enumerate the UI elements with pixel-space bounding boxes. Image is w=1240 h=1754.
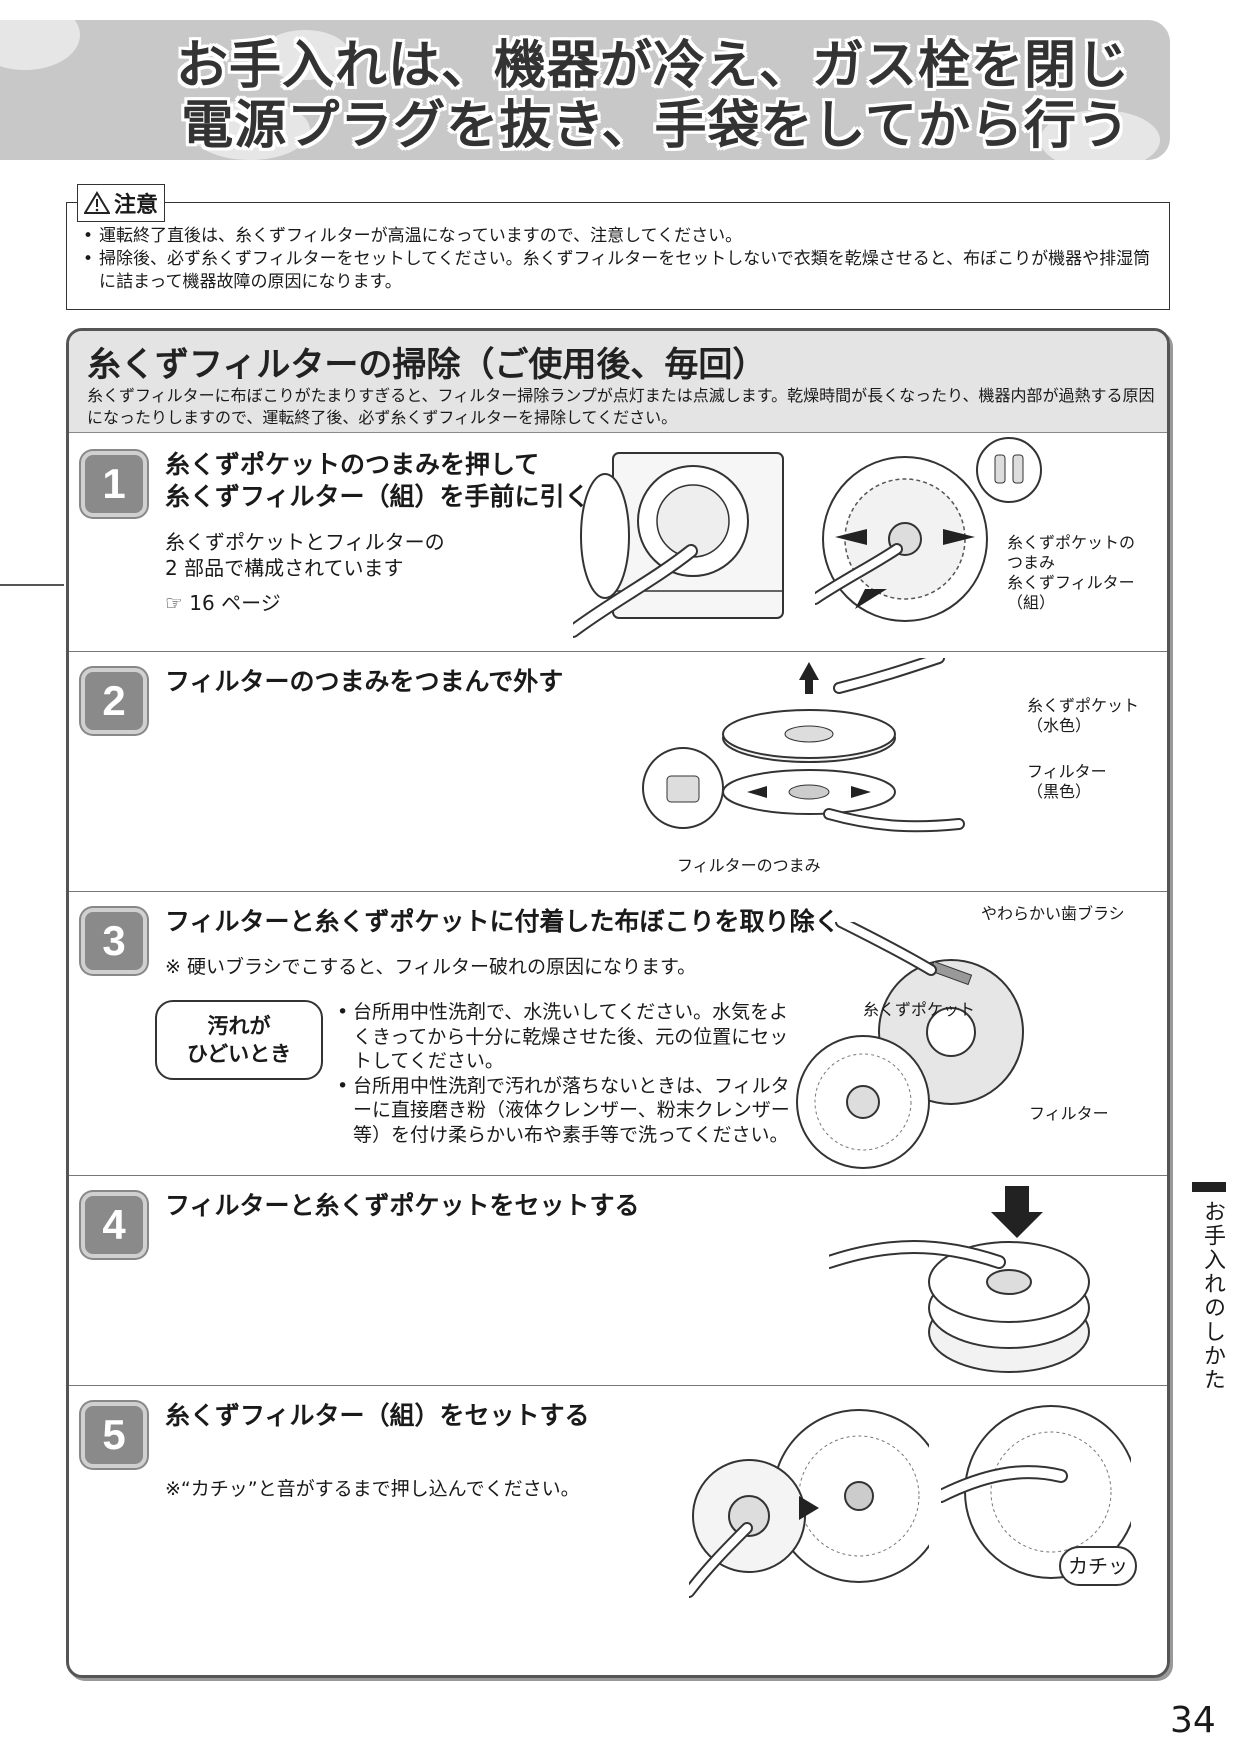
callout-filter: フィルター (1029, 1104, 1109, 1123)
step-2: 2 フィルターのつまみをつまんで外す 糸くずポケット （水色） フィルター （黒… (69, 651, 1167, 891)
callout-filter-knob: フィルターのつまみ (677, 856, 821, 875)
side-tab-label: お手入れのしかた (1200, 1200, 1225, 1392)
step-title: 糸くずフィルター（組）をセットする (165, 1401, 590, 1430)
step-note: ※ 硬いブラシでこすると、フィルター破れの原因になります。 (165, 956, 697, 978)
step-number: 4 (81, 1192, 147, 1258)
step-3: 3 フィルターと糸くずポケットに付着した布ぼこりを取り除く ※ 硬いブラシでこす… (69, 891, 1167, 1175)
instruction-item: 台所用中性洗剤で、水洗いしてください。水気をよくきってから十分に乾燥させた後、元… (335, 1000, 805, 1074)
caution-list: 運転終了直後は、糸くずフィルターが高温になっていますので、注意してください。 掃… (67, 203, 1169, 294)
cloud-decoration (190, 100, 310, 160)
instruction-item: 台所用中性洗剤で汚れが落ちないときは、フィルターに直接磨き粉（液体クレンザー、粉… (335, 1074, 805, 1148)
caution-item: 運転終了直後は、糸くずフィルターが高温になっていますので、注意してください。 (81, 225, 1155, 248)
page-reference: ☞ 16 ページ (165, 591, 281, 615)
step-number: 1 (81, 451, 147, 517)
step-number: 5 (81, 1402, 147, 1468)
step-title: フィルターと糸くずポケットに付着した布ぼこりを取り除く (165, 907, 840, 936)
step-5: 5 糸くずフィルター（組）をセットする ※“カチッ”と音がするまで押し込んでくだ… (69, 1385, 1167, 1675)
step-1: 1 糸くずポケットのつまみを押して 糸くずフィルター（組）を手前に引く 糸くずポ… (69, 435, 1167, 651)
page-title-line1: お手入れは、機器が冷え、ガス栓を閉じ (175, 36, 1130, 96)
page-title-line2: 電源プラグを抜き、手袋をしてから行う (181, 96, 1130, 156)
caution-item: 掃除後、必ず糸くずフィルターをセットしてください。糸くずフィルターをセットしない… (81, 248, 1155, 294)
header-banner: お手入れは、機器が冷え、ガス栓を閉じ 電源プラグを抜き、手袋をしてから行う (0, 20, 1170, 160)
cleaning-instructions: 台所用中性洗剤で、水洗いしてください。水気をよくきってから十分に乾燥させた後、元… (335, 1000, 805, 1147)
cloud-decoration (260, 30, 350, 80)
step-text: 糸くずポケットとフィルターの 2 部品で構成されています (165, 530, 445, 580)
margin-rule (0, 584, 64, 586)
heavy-dirt-badge: 汚れが ひどいとき (155, 1000, 323, 1080)
click-sound-label: カチッ (1059, 1546, 1137, 1586)
caution-label-text: 注意 (114, 193, 159, 218)
knob-detail-illustration (976, 437, 1042, 503)
cloud-decoration (0, 20, 80, 70)
filter-separation-illustration (642, 658, 965, 833)
callout-brush: やわらかい歯ブラシ (981, 904, 1125, 923)
brush-cleaning-illustration (796, 922, 1024, 1169)
panel-description: 糸くずフィルターに布ぼこりがたまりすぎると、フィルター掃除ランプが点灯または点滅… (87, 386, 1155, 427)
step-note: ※“カチッ”と音がするまで押し込んでください。 (165, 1478, 580, 1500)
dryer-illustration (573, 452, 784, 638)
panel-header: 糸くずフィルターの掃除（ご使用後、毎回） 糸くずフィルターに布ぼこりがたまりすぎ… (69, 331, 1167, 433)
callout-pocket: 糸くずポケット (863, 1000, 976, 1019)
callout-pocket: 糸くずポケット （水色） (1027, 696, 1140, 735)
step-number: 2 (81, 668, 147, 734)
step-number: 3 (81, 908, 147, 974)
caution-box: 注意 運転終了直後は、糸くずフィルターが高温になっていますので、注意してください… (66, 184, 1170, 310)
insert-filter-illustration (689, 1409, 929, 1598)
filter-cleaning-panel: 糸くずフィルターの掃除（ご使用後、毎回） 糸くずフィルターに布ぼこりがたまりすぎ… (66, 328, 1170, 1678)
step-4: 4 フィルターと糸くずポケットをセットする (69, 1175, 1167, 1385)
callout-knob: 糸くずポケットの つまみ (1007, 533, 1136, 572)
page-number: 34 (1170, 1700, 1216, 1741)
caution-label: 注意 (77, 184, 166, 222)
step-title: 糸くずポケットのつまみを押して 糸くずフィルター（組）を手前に引く (165, 450, 590, 511)
filter-assembly-illustration (829, 1186, 1090, 1373)
callout-filter-set: 糸くずフィルター （組） (1007, 573, 1135, 612)
filter-knob-illustration (815, 456, 988, 622)
side-tab-marker (1192, 1182, 1226, 1192)
cloud-decoration (1040, 110, 1160, 160)
callout-filter: フィルター （黒色） (1027, 762, 1107, 801)
click-in-illustration (941, 1405, 1131, 1579)
step-title: フィルターと糸くずポケットをセットする (165, 1191, 640, 1220)
panel-title: 糸くずフィルターの掃除（ご使用後、毎回） (87, 345, 767, 385)
step-title: フィルターのつまみをつまんで外す (165, 667, 564, 696)
warning-icon (84, 191, 110, 214)
